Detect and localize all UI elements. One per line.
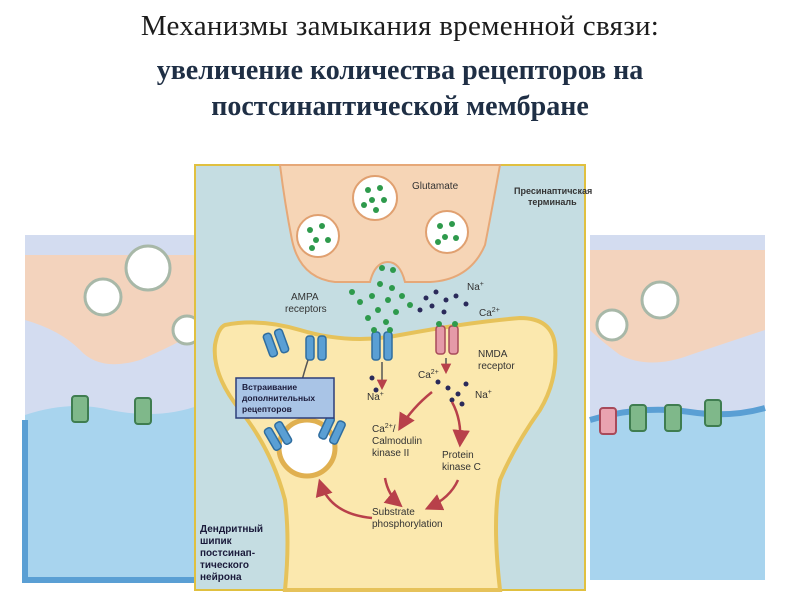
insert-label-1: Встраивание	[242, 382, 297, 392]
right-background-synapse	[589, 235, 766, 580]
ca-top-label: Ca2+	[479, 307, 500, 319]
released-ions	[417, 289, 469, 315]
glutamate-label: Glutamate	[412, 181, 459, 192]
camk-label-2: Calmodulin	[372, 436, 422, 447]
pkc-label-2: kinase C	[442, 462, 481, 473]
spine-label-3: постсинап-	[200, 548, 255, 559]
camk-label-3: kinase II	[372, 448, 409, 459]
slide-title-line2: увеличение количества рецепторов на	[156, 55, 644, 86]
nmda-receptor	[435, 321, 459, 355]
insertion-callout: Встраивание дополнительных рецепторов	[235, 377, 335, 419]
vesicles	[296, 175, 469, 273]
na-left-label: Na+	[367, 391, 384, 403]
na-right-label: Na+	[475, 389, 492, 401]
released-glutamate	[349, 281, 413, 325]
slide-title-line3: постсинаптической мембране	[211, 91, 589, 122]
na-top-label: Na+	[467, 281, 484, 293]
presynaptic-label-2: терминаль	[528, 197, 577, 207]
insert-label-2: дополнительных	[242, 393, 315, 403]
spine-label-2: шипик	[200, 536, 233, 547]
nmda-label-2: receptor	[478, 361, 515, 372]
ampa-label-2: receptors	[285, 304, 327, 315]
insert-label-3: рецепторов	[242, 404, 292, 414]
pathway-arrows	[294, 358, 470, 520]
slide-title-subtitle: увеличение количества рецепторов на пост…	[0, 53, 800, 125]
ampa-label-1: AMPA	[291, 292, 319, 303]
pkc-label-1: Protein	[442, 450, 474, 461]
substrate-label-1: Substrate	[372, 507, 415, 518]
ampa-receptors	[262, 327, 393, 452]
spine-label: Дендритный шипик постсинап- тического не…	[200, 524, 263, 583]
slide-title-line1: Механизмы замыкания временной связи:	[140, 10, 660, 42]
presynaptic-label-1: Пресинаптичская	[514, 186, 592, 196]
nmda-label-1: NMDA	[478, 349, 508, 360]
camk-label-1: Ca2+/	[372, 423, 396, 435]
spine-label-1: Дендритный	[200, 524, 263, 535]
left-background-synapse	[22, 235, 203, 583]
main-diagram-panel: Glutamate Пресинаптичская терминаль Na+ …	[194, 164, 592, 592]
ca-mid-label: Ca2+	[418, 369, 439, 381]
spine-label-5: нейрона	[200, 572, 242, 583]
substrate-label-2: phosphorylation	[372, 519, 443, 530]
spine-label-4: тического	[200, 560, 249, 571]
